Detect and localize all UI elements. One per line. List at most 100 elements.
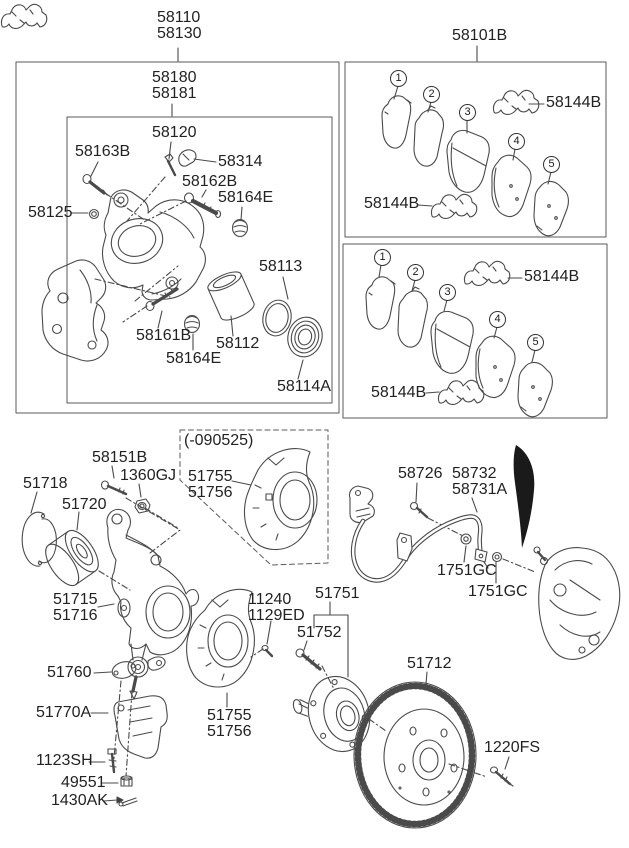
production-note: (-090525): [184, 432, 254, 449]
pad-plate: [446, 129, 490, 193]
part-label-fork-bolt: 1123SH: [36, 752, 93, 769]
callout-5-upper: 5: [543, 156, 560, 173]
rod-boot-upper-art: [231, 218, 249, 238]
part-label-hub-assembly: 51751: [315, 585, 360, 602]
part-label-caliper-sub: 58180 58181: [152, 69, 197, 102]
brake-disc-art: [353, 681, 477, 829]
caliper-carrier: [41, 259, 109, 362]
pad-friction-inner: [491, 154, 532, 218]
part-label-bolt-58163b: 58163B: [75, 143, 131, 160]
part-label-dust-cover: 51755 51756: [207, 707, 252, 740]
pad-kit-lower-box: [342, 243, 608, 419]
callout-5-lower: 5: [527, 334, 544, 351]
piston-seal-art: [262, 299, 292, 337]
pad-friction-outer: [533, 180, 569, 237]
cover-bolt-art: [261, 644, 274, 658]
pad-kit-art: [0, 3, 569, 418]
pad-kit-upper-box: [344, 61, 607, 238]
bleeder-screw-art: [166, 159, 177, 177]
part-label-rod-boot-lower: 58164E: [166, 350, 222, 367]
part-label-fork: 51770A: [36, 704, 92, 721]
hub-section-art: [21, 445, 621, 829]
rod-boot-lower-art: [183, 314, 201, 334]
part-label-ball-joint: 51760: [47, 664, 92, 681]
part-label-guide-rod-upper: 58162B: [182, 173, 238, 190]
part-label-clip-upper-right: 58144B: [546, 94, 602, 111]
part-label-wheel-bearing: 51720: [62, 496, 107, 513]
part-label-clip-upper-left: 58144B: [364, 195, 420, 212]
part-label-knuckle: 51715 51716: [53, 591, 98, 624]
callout-4-upper: 4: [508, 133, 525, 150]
hose-bolt-art: [409, 501, 429, 519]
part-label-washer-upper: 1751GC: [437, 562, 497, 579]
dust-cover-early-art: [244, 448, 318, 551]
part-label-oring: 58125: [28, 204, 73, 221]
part-label-assembly: 58110 58130: [157, 9, 202, 42]
dust-cover-art: [186, 588, 255, 688]
bleeder-cap-art: [178, 149, 197, 167]
castle-nut-art: [120, 775, 133, 787]
part-label-castle-nut: 49551: [61, 774, 106, 791]
part-label-wheel-stud: 51752: [297, 624, 342, 641]
part-label-cotter-pin: 1430AK: [51, 792, 108, 809]
callout-2-lower: 2: [407, 264, 424, 281]
ball-joint-art: [111, 656, 166, 700]
washer-upper-art: [460, 533, 472, 545]
caliper-assembly-art: [533, 546, 621, 660]
oring-art: [88, 208, 100, 220]
caliper-outer-box: [15, 61, 340, 414]
pad-shim-outer: [381, 95, 412, 149]
cotter-pin-art: [118, 797, 138, 807]
callout-3-upper: 3: [459, 104, 476, 121]
callout-1-lower: 1: [374, 249, 391, 266]
nut-1360gj-art: [134, 498, 151, 514]
wheel-stud-art: [295, 648, 322, 671]
part-label-guide-rod-lower: 58161B: [136, 327, 192, 344]
part-label-bolt-58151b: 58151B: [92, 449, 148, 466]
caliper-kit-art: [41, 149, 323, 362]
part-label-pad-kit: 58101B: [452, 27, 508, 44]
panel-boxes: [15, 61, 608, 566]
pad-shim-inner: [413, 109, 445, 167]
wheel-bearing-art: [45, 529, 99, 587]
washer-lower-art: [491, 551, 503, 563]
part-label-dust-boot: 58114A: [277, 378, 331, 395]
pointer-swoosh: [513, 445, 535, 548]
bolt-58163b-art: [82, 173, 92, 185]
snap-ring-art: [21, 511, 57, 567]
fork-art: [113, 695, 168, 759]
brake-hose-art: [348, 485, 489, 583]
part-label-snap-ring: 51718: [23, 475, 68, 492]
part-label-cover-bolt: 11240 1129ED: [248, 591, 305, 624]
caliper-inner-box: [66, 116, 333, 404]
dust-boot-art: [287, 316, 323, 358]
part-label-clip-lower-left: 58144B: [371, 384, 427, 401]
early-production-dashed-box: [179, 429, 329, 566]
part-label-hose-bolt: 58726: [398, 465, 443, 482]
pad-spring-clip: [0, 3, 48, 29]
leader-lines: [30, 45, 552, 804]
part-label-brake-hose: 58732 58731A: [452, 465, 508, 498]
part-label-dust-cover-early: 51755 51756: [188, 468, 233, 501]
part-label-bleeder-cap: 58314: [218, 153, 263, 170]
part-label-clip-lower-right: 58144B: [524, 268, 580, 285]
guide-rod-lower-art: [145, 300, 155, 312]
callout-1-upper: 1: [390, 70, 407, 87]
fork-bolt-art: [107, 748, 117, 774]
callout-4-lower: 4: [489, 311, 506, 328]
part-label-brake-disc: 51712: [407, 655, 452, 672]
part-label-disc-screw: 1220FS: [484, 739, 541, 756]
part-label-piston-seal: 58113: [259, 258, 303, 275]
part-label-rod-boot-upper: 58164E: [218, 189, 274, 206]
part-label-piston: 58112: [216, 335, 260, 352]
disc-screw-art: [489, 766, 514, 787]
part-label-nut-1360gj: 1360GJ: [120, 467, 177, 484]
part-label-bleeder-screw: 58120: [152, 124, 197, 141]
hub-art: [292, 675, 371, 753]
part-label-washer-lower: 1751GC: [468, 583, 528, 600]
callout-2-upper: 2: [423, 86, 440, 103]
knuckle-art: [106, 508, 200, 661]
callout-3-lower: 3: [439, 284, 456, 301]
